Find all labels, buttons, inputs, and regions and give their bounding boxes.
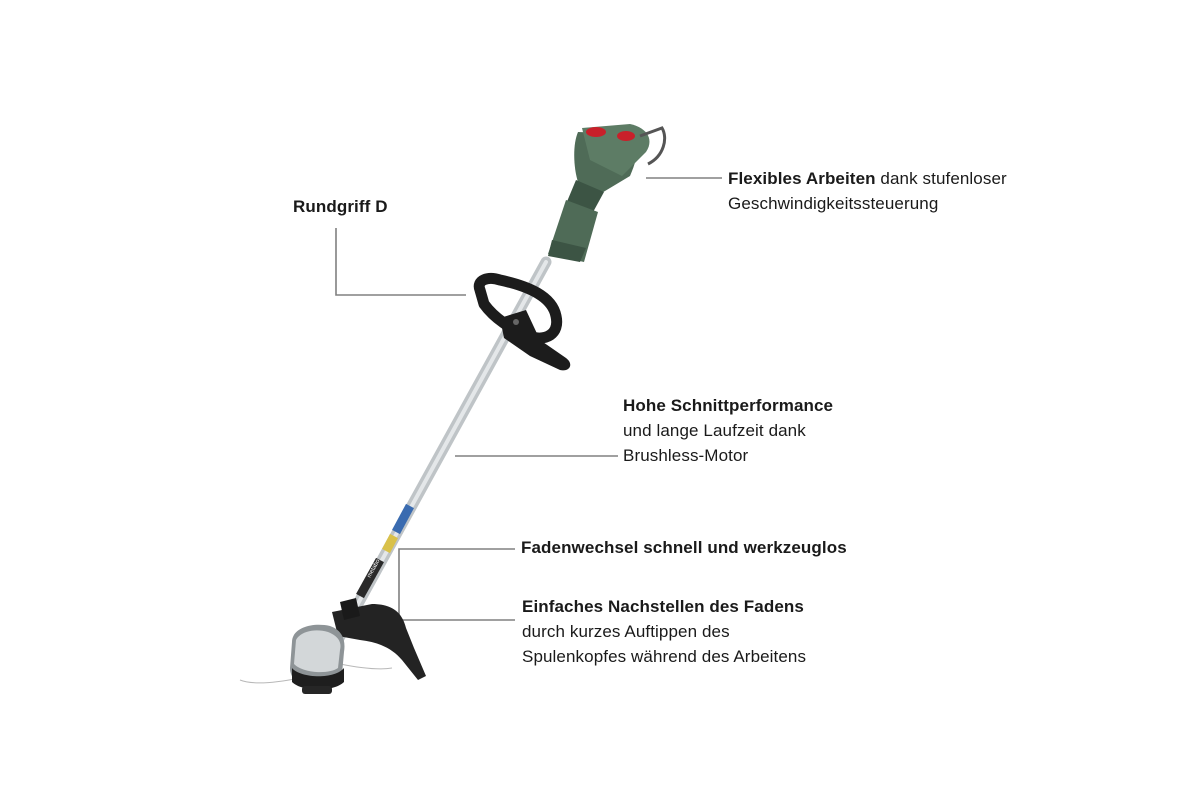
callout-nachstellen-line2: durch kurzes Auftippen des [522,622,730,641]
callout-fadenwechsel-bold: Fadenwechsel schnell und werkzeuglos [521,538,847,557]
callout-fadenwechsel: Fadenwechsel schnell und werkzeuglos [521,535,847,560]
grass-guard [332,598,426,680]
d-handle [473,272,571,371]
callout-nachstellen-bold: Einfaches Nachstellen des Fadens [522,597,804,616]
callout-rundgriff-bold: Rundgriff D [293,197,388,216]
motor-housing [548,124,667,262]
leader-rundgriff [335,228,466,296]
callout-flexibles-rest: dank stufenloser [875,169,1007,188]
leader-bracket [398,548,515,621]
leader-lines [335,177,722,621]
callout-flexibles-bold: Flexibles Arbeiten [728,169,876,188]
callout-nachstellen-line3: Spulenkopfes während des Arbeitens [522,647,807,666]
callout-schnitt-bold: Hohe Schnittperformance [623,396,834,415]
callout-rundgriff: Rundgriff D [293,194,388,219]
spool-head [290,624,345,694]
callout-flexibles-line2: Geschwindigkeitssteuerung [728,194,939,213]
callout-flexibles-arbeiten: Flexibles Arbeiten dank stufenloser Gesc… [728,166,1007,216]
callout-schnitt-line2: und lange Laufzeit dank [623,421,806,440]
callout-schnittperformance: Hohe Schnittperformance und lange Laufze… [623,393,833,468]
callout-nachstellen: Einfaches Nachstellen des Fadens durch k… [522,594,806,669]
callout-schnitt-line3: Brushless-Motor [623,446,749,465]
